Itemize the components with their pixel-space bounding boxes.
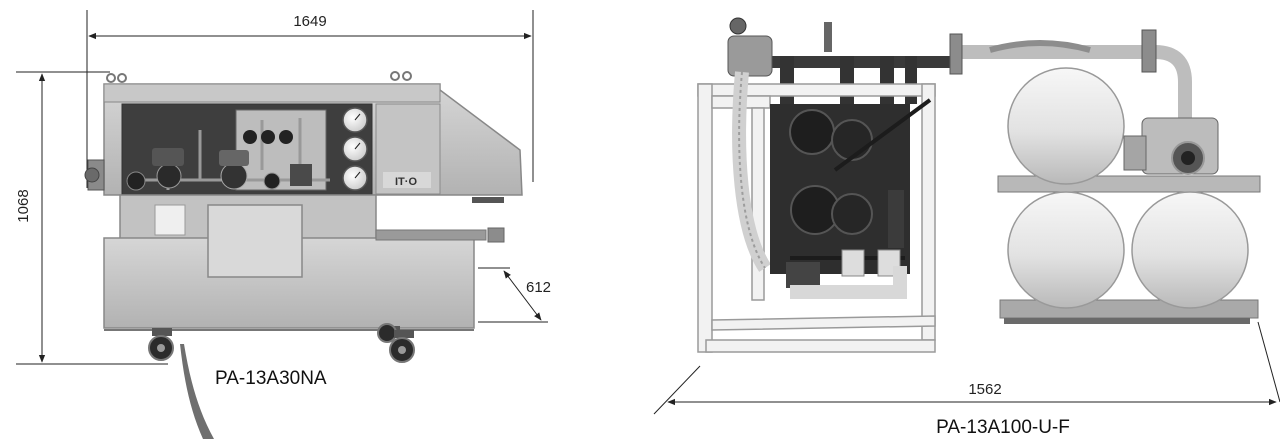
pressure-tanks (997, 67, 1261, 324)
pressure-gauges (342, 107, 368, 191)
pressure-tank (1007, 191, 1125, 309)
lifting-eyes (106, 71, 412, 83)
svg-text:IT·O: IT·O (395, 176, 417, 188)
depth-dimension-left: 612 (478, 267, 551, 323)
casters (148, 323, 415, 363)
label-plate (154, 204, 186, 236)
width-dimension-value: 1562 (968, 381, 1001, 398)
right-model-name: PA-13A100-U-F (936, 417, 1070, 438)
caster-wheel (148, 328, 174, 361)
pressure-tank (1131, 191, 1249, 309)
lower-cabinet (103, 194, 505, 331)
inlet-valve (84, 159, 105, 191)
left-product: 1649 1068 612 (15, 10, 551, 439)
height-dimension-value: 1068 (15, 189, 32, 222)
width-dimension-right: 1562 (653, 321, 1280, 415)
inspection-window (207, 204, 303, 278)
tank-valve (1123, 117, 1219, 175)
left-model-name: PA-13A30NA (215, 368, 327, 389)
ito-logo: IT·O (383, 172, 431, 188)
width-dimension-left: 1649 (86, 10, 534, 188)
callout-pointer (180, 344, 214, 439)
regulator-assembly (770, 98, 932, 288)
depth-dimension-value: 612 (526, 279, 551, 296)
side-handle (472, 197, 504, 203)
outlet-fitting (487, 227, 505, 243)
valve-panel (121, 103, 373, 197)
lower-pipe (790, 266, 907, 299)
height-dimension-left: 1068 (15, 71, 168, 365)
right-product: 1562 PA-13A100-U-F (653, 17, 1280, 438)
tank-rack-lower (999, 299, 1259, 319)
caster-wheel (389, 330, 415, 363)
width-dimension-value: 1649 (293, 13, 326, 30)
tank-rack-upper (997, 175, 1261, 193)
pressure-tank (1007, 67, 1125, 185)
